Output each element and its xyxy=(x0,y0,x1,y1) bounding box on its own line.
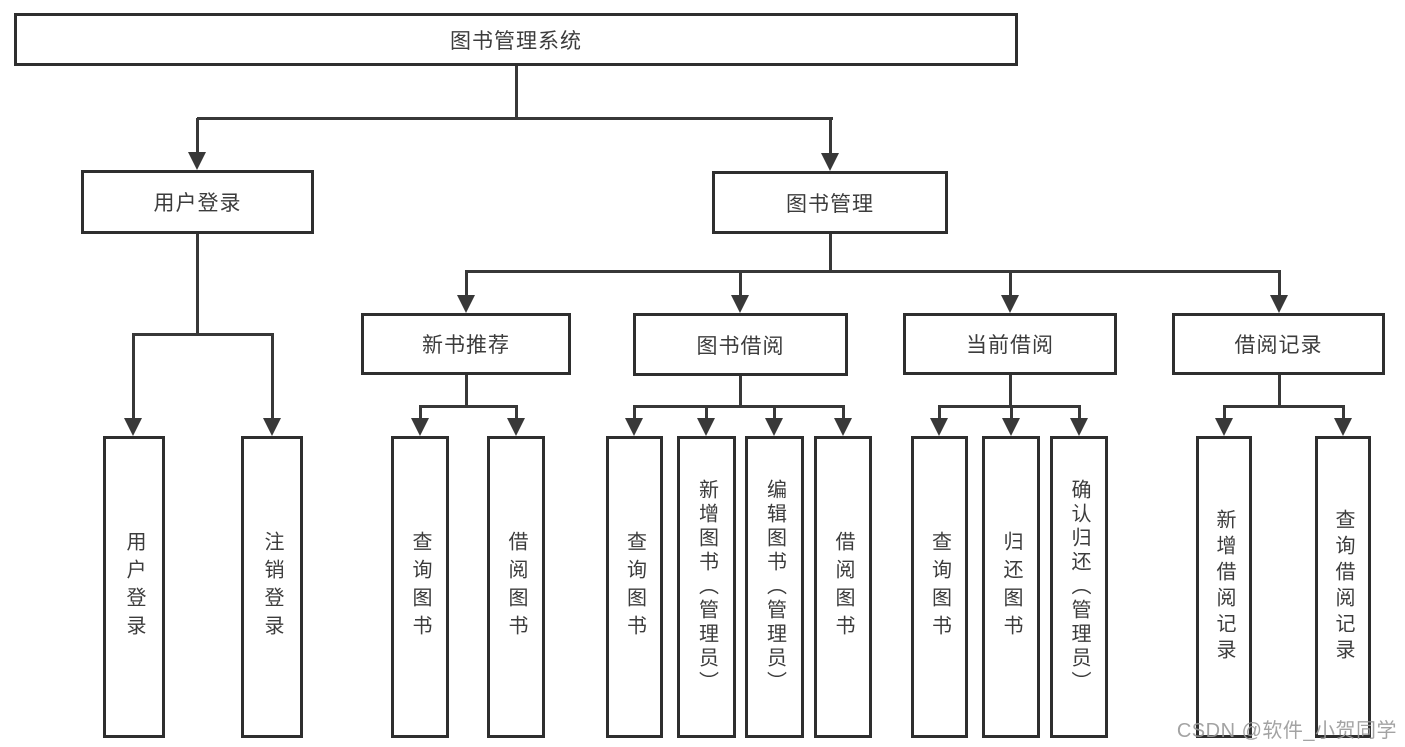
leaf-borrow-books-2-label: 借阅图书 xyxy=(832,531,854,643)
arrowhead-icon xyxy=(1002,418,1020,436)
connector-line xyxy=(132,333,274,336)
leaf-logout-label: 注销登录 xyxy=(261,531,283,643)
node-new-book-rec-label: 新书推荐 xyxy=(422,334,510,357)
connector-line xyxy=(132,334,135,420)
node-current-borrow: 当前借阅 xyxy=(903,313,1117,375)
node-new-book-rec: 新书推荐 xyxy=(361,313,571,375)
connector-line xyxy=(633,406,636,420)
node-current-borrow-label: 当前借阅 xyxy=(966,334,1054,357)
connector-line xyxy=(197,117,833,120)
arrowhead-icon xyxy=(1070,418,1088,436)
connector-line xyxy=(938,406,941,420)
connector-line xyxy=(773,406,776,420)
connector-line xyxy=(829,118,832,155)
arrowhead-icon xyxy=(834,418,852,436)
leaf-add-books: 新增图书（管理员） xyxy=(677,436,736,738)
leaf-add-record: 新增借阅记录 xyxy=(1196,436,1252,738)
connector-line xyxy=(1223,406,1226,420)
node-book-borrow: 图书借阅 xyxy=(633,313,848,376)
leaf-user-login-label: 用户登录 xyxy=(123,531,145,643)
connector-line xyxy=(842,406,845,420)
connector-line xyxy=(739,375,742,408)
arrowhead-icon xyxy=(765,418,783,436)
leaf-edit-books: 编辑图书（管理员） xyxy=(745,436,804,738)
connector-line xyxy=(938,405,1081,408)
leaf-query-books-3: 查询图书 xyxy=(911,436,968,738)
connector-line xyxy=(1223,405,1345,408)
leaf-confirm-return: 确认归还（管理员） xyxy=(1050,436,1108,738)
arrowhead-icon xyxy=(457,295,475,313)
connector-line xyxy=(515,406,518,420)
connector-line xyxy=(1010,406,1013,420)
arrowhead-icon xyxy=(188,152,206,170)
arrowhead-icon xyxy=(124,418,142,436)
connector-line xyxy=(1078,406,1081,420)
arrowhead-icon xyxy=(263,418,281,436)
connector-line xyxy=(829,234,832,273)
node-root: 图书管理系统 xyxy=(14,13,1018,66)
node-borrow-records-label: 借阅记录 xyxy=(1234,334,1323,357)
leaf-borrow-books-1-label: 借阅图书 xyxy=(505,531,527,643)
connector-line xyxy=(196,118,199,154)
node-root-label: 图书管理系统 xyxy=(450,29,582,53)
connector-line xyxy=(633,405,845,408)
leaf-confirm-return-label: 确认归还（管理员） xyxy=(1068,479,1090,695)
connector-line xyxy=(1009,271,1012,297)
connector-line xyxy=(1342,406,1345,420)
node-user-login: 用户登录 xyxy=(81,170,314,234)
connector-line xyxy=(1278,375,1281,408)
connector-line xyxy=(705,406,708,420)
connector-line xyxy=(465,270,1281,273)
leaf-query-books-3-label: 查询图书 xyxy=(928,531,951,643)
arrowhead-icon xyxy=(1215,418,1233,436)
watermark: CSDN @软件_小贺同学 xyxy=(1176,720,1397,742)
node-book-borrow-label: 图书借阅 xyxy=(696,334,785,358)
leaf-return-books: 归还图书 xyxy=(982,436,1040,738)
leaf-query-books-2: 查询图书 xyxy=(606,436,663,738)
arrowhead-icon xyxy=(1334,418,1352,436)
arrowhead-icon xyxy=(821,153,839,171)
leaf-query-books-1-label: 查询图书 xyxy=(409,531,431,643)
leaf-logout: 注销登录 xyxy=(241,436,303,738)
leaf-borrow-books-2: 借阅图书 xyxy=(814,436,872,738)
arrowhead-icon xyxy=(625,418,643,436)
arrowhead-icon xyxy=(697,418,715,436)
leaf-query-record: 查询借阅记录 xyxy=(1315,436,1371,738)
leaf-add-books-label: 新增图书（管理员） xyxy=(695,479,718,695)
node-book-mgmt: 图书管理 xyxy=(712,171,948,234)
leaf-query-books-2-label: 查询图书 xyxy=(623,531,646,643)
node-borrow-records: 借阅记录 xyxy=(1172,313,1385,375)
leaf-query-record-label: 查询借阅记录 xyxy=(1332,509,1354,665)
leaf-edit-books-label: 编辑图书（管理员） xyxy=(763,479,786,695)
connector-line xyxy=(1278,271,1281,297)
leaf-user-login: 用户登录 xyxy=(103,436,165,738)
leaf-return-books-label: 归还图书 xyxy=(1000,531,1022,643)
connector-line xyxy=(465,375,468,408)
arrowhead-icon xyxy=(930,418,948,436)
arrowhead-icon xyxy=(507,418,525,436)
connector-line xyxy=(419,405,518,408)
arrowhead-icon xyxy=(1001,295,1019,313)
connector-line xyxy=(739,271,742,297)
connector-line xyxy=(1009,375,1012,408)
arrowhead-icon xyxy=(411,418,429,436)
arrowhead-icon xyxy=(731,295,749,313)
connector-line xyxy=(196,234,199,336)
connector-line xyxy=(465,271,468,297)
connector-line xyxy=(419,406,422,420)
arrowhead-icon xyxy=(1270,295,1288,313)
leaf-borrow-books-1: 借阅图书 xyxy=(487,436,545,738)
leaf-query-books-1: 查询图书 xyxy=(391,436,449,738)
node-user-login-label: 用户登录 xyxy=(153,192,242,215)
node-book-mgmt-label: 图书管理 xyxy=(786,192,874,216)
leaf-add-record-label: 新增借阅记录 xyxy=(1213,509,1235,665)
connector-line xyxy=(271,334,274,420)
connector-line xyxy=(515,66,518,120)
